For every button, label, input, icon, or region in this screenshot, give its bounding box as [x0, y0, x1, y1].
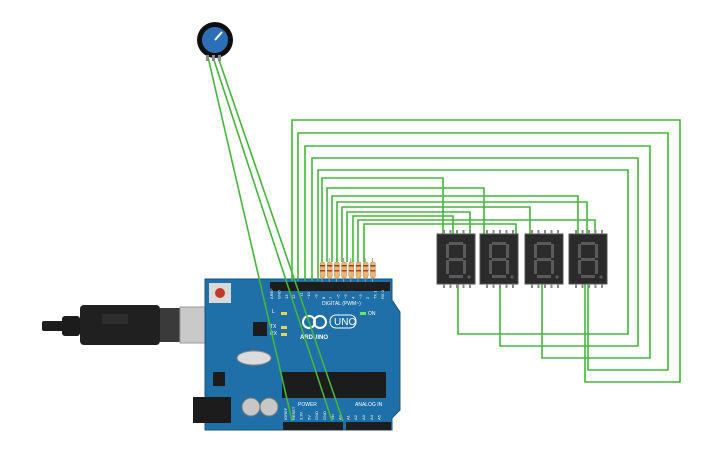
pin-label: A0 [338, 414, 343, 420]
usb-cable[interactable] [42, 305, 233, 345]
pin-label: RX 0 [380, 289, 385, 299]
resistor[interactable] [370, 258, 376, 282]
arduino-board[interactable]: L TX RX ON ARDUINO UNO DIGITAL (PWM~) PO… [193, 278, 401, 431]
pin-label: AREF [269, 288, 274, 299]
label-tx: TX [270, 324, 277, 330]
seven-segment-displays [436, 230, 608, 288]
pin-label: 7 [328, 296, 333, 299]
pin-label: RESET [291, 406, 296, 420]
label-rx: RX [270, 331, 278, 337]
pin-label: ~11 [299, 292, 304, 299]
analog-header [346, 422, 391, 430]
pin-label: A3 [361, 414, 366, 420]
crystal [236, 350, 272, 366]
pin-label: ~9 [313, 294, 318, 299]
wires[interactable] [207, 56, 681, 422]
led-l [281, 312, 287, 315]
digital-header [270, 282, 390, 291]
pin-label: ~5 [343, 294, 348, 299]
label-on: ON [368, 311, 376, 317]
arduino-logo [302, 315, 327, 329]
resistor[interactable] [326, 258, 333, 282]
resistor[interactable] [362, 258, 369, 282]
seven-segment-display[interactable] [568, 230, 608, 288]
pin-label: 4 [350, 296, 355, 299]
pin-label: GND [276, 290, 281, 299]
power-label: POWER [298, 402, 317, 408]
seven-segment-display[interactable] [524, 230, 564, 288]
pin-label: 13 [284, 294, 289, 299]
resistor[interactable] [341, 258, 347, 282]
resistor[interactable] [348, 258, 355, 282]
pin-label: 2 [365, 296, 370, 299]
reset-button[interactable] [215, 288, 225, 298]
pin-label: Vin [330, 414, 335, 420]
pin-label: ~6 [336, 294, 341, 299]
capacitor-1 [241, 397, 261, 417]
potentiometer[interactable] [197, 22, 233, 61]
led-rx [281, 333, 287, 336]
pin-label: A4 [369, 414, 374, 420]
pin-label: 3.3V [299, 411, 304, 420]
digital-label: DIGITAL (PWM~) [322, 301, 361, 307]
pin-label: ~3 [358, 294, 363, 299]
led-on [360, 312, 366, 315]
pin-label: GND [322, 411, 327, 420]
led-tx [281, 326, 287, 329]
seven-segment-display[interactable] [436, 230, 476, 288]
resistor-array[interactable] [319, 258, 376, 282]
pin-label: TX 1 [373, 290, 378, 299]
power-header [283, 422, 343, 430]
analog-label: ANALOG IN [355, 402, 383, 408]
capacitor-2 [259, 397, 279, 417]
pin-label: ~10 [306, 291, 311, 299]
pin-label: A1 [345, 414, 350, 420]
pin-label: 12 [291, 294, 296, 299]
model-label: UNO [334, 317, 356, 328]
seven-segment-display[interactable] [479, 230, 519, 288]
pin-label: IOREF [283, 407, 288, 420]
pin-label: GND [314, 411, 319, 420]
usb-chip [253, 322, 267, 336]
pin-label: A2 [353, 414, 358, 420]
pin-label: 5V [306, 415, 311, 420]
power-jack [193, 397, 231, 423]
pin-label: 8 [321, 296, 326, 299]
label-l: L [272, 309, 275, 315]
regulator [213, 372, 225, 386]
pin-label: A5 [377, 414, 382, 420]
